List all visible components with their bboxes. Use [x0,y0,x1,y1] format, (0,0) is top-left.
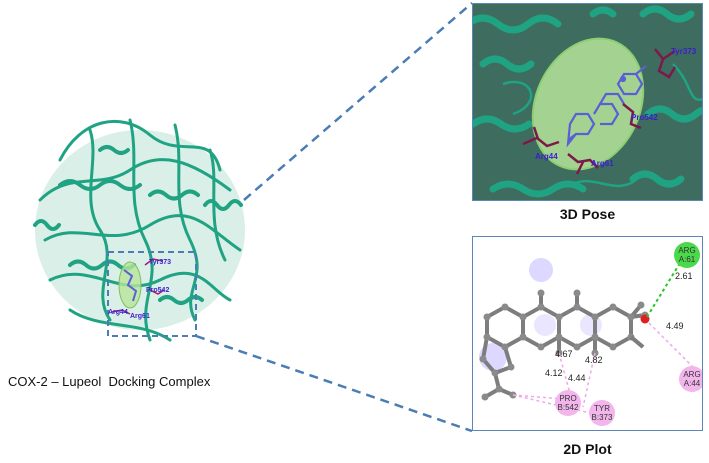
hbond-line [646,262,681,318]
pose-label-arg44: Arg44 [535,152,558,161]
ligand-small [123,269,138,302]
distance-2-61: 2.61 [675,271,693,281]
residue-tyr373-name: TYR [594,404,610,413]
connector-line-bottom [195,334,473,433]
residue-tyr373-chain: B:373 [592,413,613,422]
distance-4-82: 4.82 [585,355,603,365]
caption-2d-plot: 2D Plot [563,441,612,457]
pose-coils [502,63,702,188]
connector-line-top [243,2,473,201]
binding-surface-small [118,261,142,309]
pose-label-arg61: Arg61 [591,159,614,168]
ligand-sticks [566,65,647,148]
pose-3d-image: Tyr373 Pro542 Arg44 Arg61 [473,4,702,200]
protein-ribbon [33,118,245,342]
inset-residue-sticks [111,258,165,315]
plot-2d-panel: ARG A:61 ARG A:44 PRO B:542 TYR B:373 2.… [472,236,703,431]
caption-3d-pose: 3D Pose [559,206,616,222]
pose-label-tyr373: Tyr373 [671,47,697,56]
inset-label-arg61: Arg61 [130,313,150,320]
inset-label-arg44: Arg44 [108,309,128,316]
residue-pro542-name: PRO [559,394,576,403]
distance-4-12: 4.12 [545,368,563,378]
atom-spheres [479,289,649,401]
residue-disc-tyr373 [589,400,615,426]
inset-label-tyr373: Tyr373 [149,259,171,266]
distance-4-67: 4.67 [555,349,573,359]
residue-sticks [522,48,677,175]
residue-disc-arg44 [679,366,702,392]
pose-label-pro542: Pro542 [631,113,658,122]
distance-4-44: 4.44 [568,373,586,383]
binding-site-box [107,251,197,337]
complex-title: COX-2 – Lupeol Docking Complex [8,374,211,389]
distance-4-49: 4.49 [666,321,684,331]
residue-disc-pro542 [555,390,581,416]
residue-arg44-name: ARG [683,370,700,379]
residue-arg61-chain: A:61 [679,255,696,264]
inset-label-pro542: Pro542 [146,287,169,294]
pose-ribbons [473,5,702,198]
residue-arg61-name: ARG [678,246,695,255]
residue-pro542-chain: B:542 [558,403,579,412]
plot-2d-image: ARG A:61 ARG A:44 PRO B:542 TYR B:373 2.… [479,242,702,426]
residue-disc-arg61 [674,242,700,268]
residue-arg44-chain: A:44 [684,379,701,388]
pose-3d-panel: Tyr373 Pro542 Arg44 Arg61 [472,3,703,201]
